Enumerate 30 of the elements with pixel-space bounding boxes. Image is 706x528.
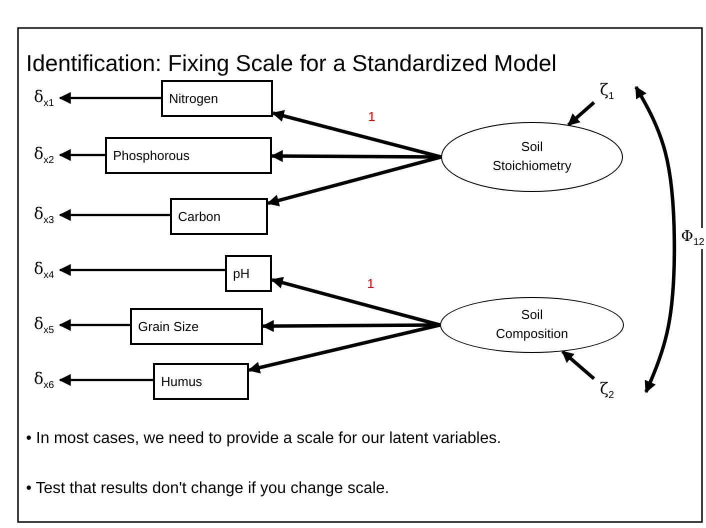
bullet-text: • Test that results don't change if you change scale. — [26, 480, 390, 498]
title: Identification: Fixing Scale for a Standardized Model — [26, 50, 557, 77]
covariance-label: Φ$_{12}$ — [680, 228, 706, 248]
error-term-label: ζ$_{2}$ — [594, 377, 620, 403]
arrow — [58, 149, 105, 161]
arrow — [567, 101, 596, 126]
variable-box: Nitrogen — [161, 80, 273, 117]
arrow — [262, 320, 440, 332]
latent-variable-ellipse: Soil Composition — [440, 297, 624, 353]
error-term-label: δ$_{x6}$ — [28, 368, 60, 392]
variable-box: Phosphorous — [105, 137, 272, 174]
error-term-label: δ$_{x2}$ — [28, 143, 60, 167]
variable-box: Humus — [153, 363, 249, 400]
variable-box: pH — [225, 255, 272, 292]
arrow — [58, 374, 153, 386]
double-headed-arrow — [634, 86, 676, 394]
variable-box: Grain Size — [130, 308, 263, 345]
error-term-label: δ$_{x3}$ — [28, 203, 60, 227]
arrow — [58, 264, 225, 276]
latent-variable-ellipse: Soil Stoichiometry — [441, 122, 623, 192]
arrow — [58, 319, 130, 331]
error-term-label: δ$_{x4}$ — [28, 258, 60, 282]
bullet-text: • In most cases, we need to provide a scale for our latent variables. — [26, 430, 502, 448]
variable-box: Carbon — [170, 198, 268, 235]
error-term-label: δ$_{x1}$ — [28, 86, 60, 110]
arrow — [561, 350, 596, 380]
arrow — [58, 209, 170, 221]
error-term-label: ζ$_{1}$ — [594, 78, 620, 104]
arrow — [58, 92, 161, 104]
error-term-label: δ$_{x5}$ — [28, 313, 60, 337]
